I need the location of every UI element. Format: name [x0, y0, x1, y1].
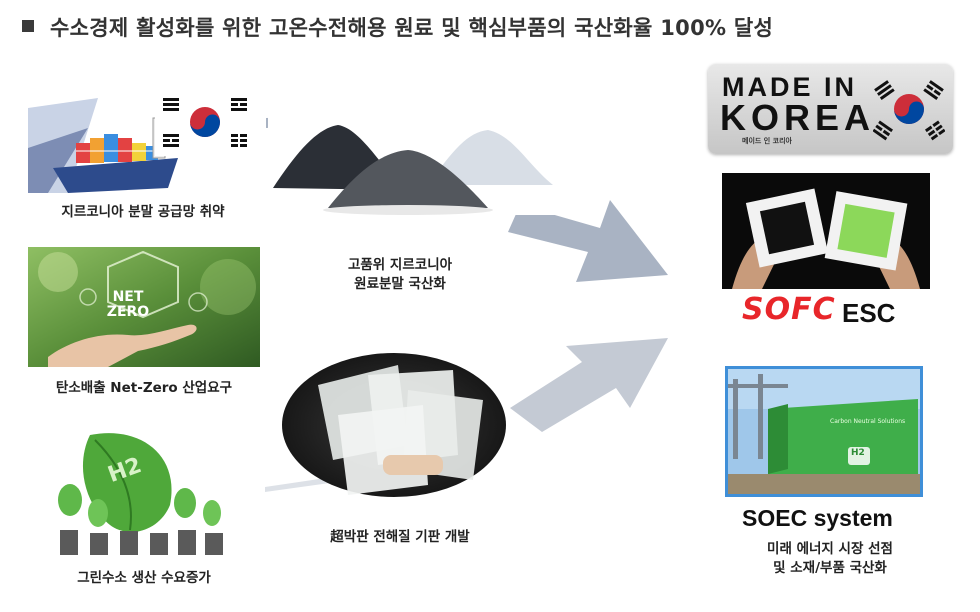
final-caption: 미래 에너지 시장 선점 및 소재/부품 국산화 — [730, 540, 930, 578]
made-in-korea-subtitle: 메이드 인 코리아 — [742, 137, 792, 145]
final-caption-line1: 미래 에너지 시장 선점 — [767, 541, 893, 557]
sheets-caption: 超박판 전해질 기판 개발 — [330, 529, 470, 545]
made-in-text: MADE IN — [722, 72, 857, 102]
powder-caption-line2: 원료분말 국산화 — [354, 276, 446, 292]
korea-text: KOREA — [720, 97, 876, 138]
title-bullet-icon — [22, 20, 34, 32]
green-hydrogen-image — [50, 425, 230, 555]
powder-caption: 고품위 지르코니아 원료분말 국산화 — [300, 256, 500, 294]
powder-caption-line1: 고품위 지르코니아 — [347, 257, 453, 273]
korea-flag-badge-icon — [873, 80, 945, 141]
sofc-cells-image — [722, 173, 930, 289]
green-hydrogen-caption: 그린수소 생산 수요증가 — [77, 570, 211, 586]
net-zero-image — [28, 247, 260, 367]
net-zero-badge: NET ZERO — [103, 290, 153, 320]
made-in-korea-badge: MADE IN KOREA 메이드 인 코리아 — [708, 64, 953, 154]
esc-label: ESC — [842, 298, 896, 328]
soec-label: SOEC system — [742, 505, 893, 531]
net-zero-badge-line2: ZERO — [106, 304, 150, 320]
final-caption-line2: 및 소재/부품 국산화 — [773, 560, 887, 576]
korea-flag-icon — [155, 88, 255, 156]
net-zero-caption: 탄소배출 Net-Zero 산업요구 — [55, 380, 233, 396]
container-text: Carbon Neutral Solutions — [830, 418, 906, 425]
arrow-sheets-to-products — [510, 338, 668, 432]
page-title: 수소경제 활성화를 위한 고온수전해용 원료 및 핵심부품의 국산화율 100%… — [50, 16, 774, 40]
supply-chain-caption: 지르코니아 분말 공급망 취약 — [61, 204, 225, 220]
soec-system-image — [725, 366, 923, 497]
sofc-logo: SOFC — [742, 292, 836, 327]
container-badge: H2 — [851, 448, 865, 458]
thin-sheets-image — [278, 345, 510, 505]
net-zero-badge-line1: NET — [112, 289, 144, 305]
arrow-powder-to-products — [508, 200, 668, 282]
zirconia-powder-image — [268, 110, 558, 215]
